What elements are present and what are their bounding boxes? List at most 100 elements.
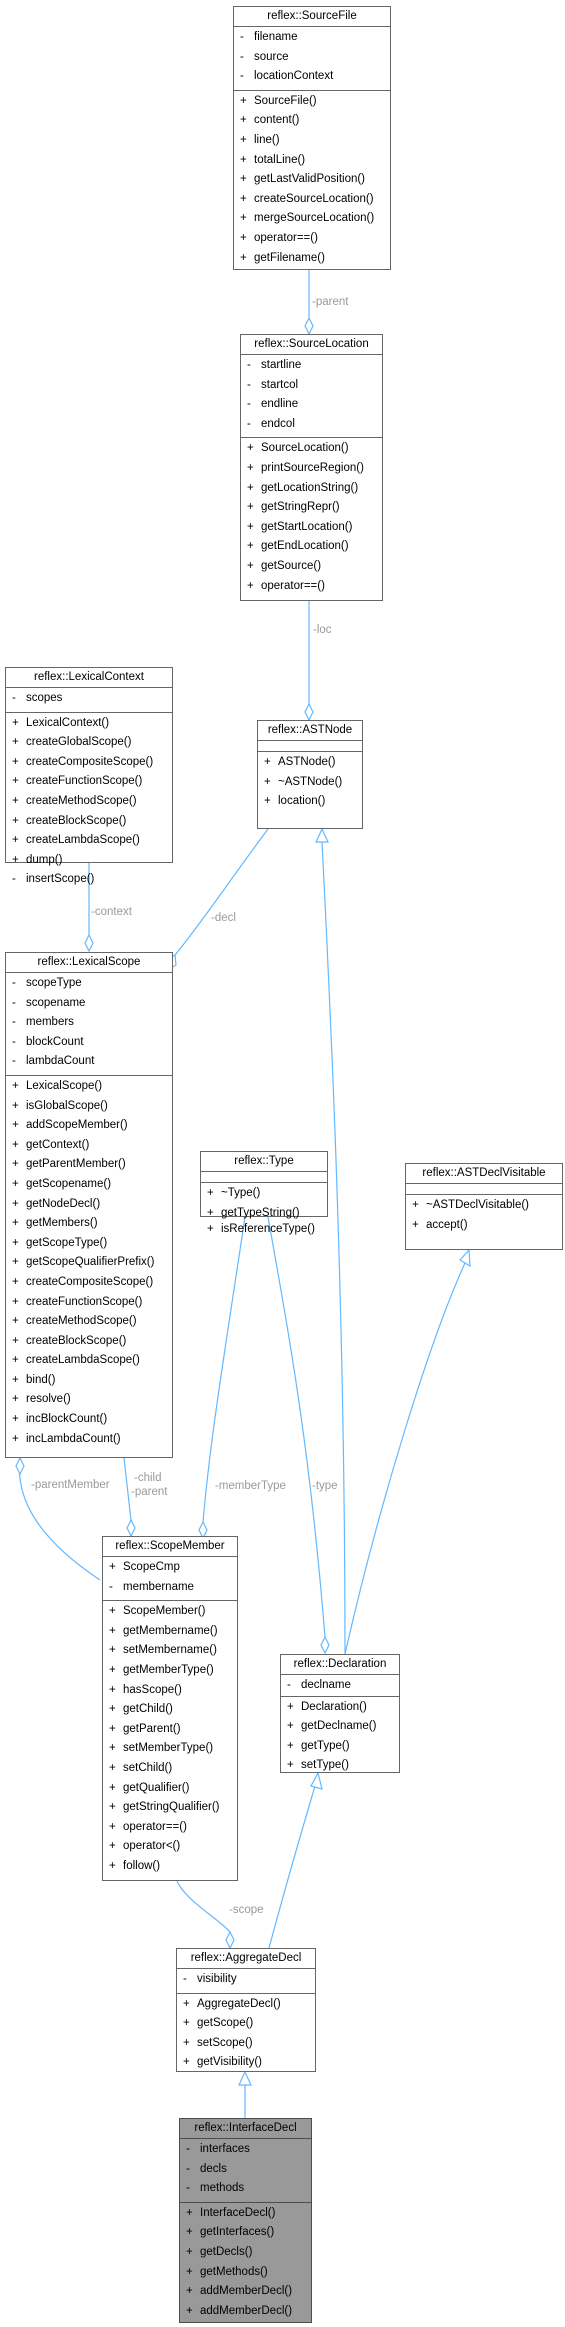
class-title: reflex::ASTDeclVisitable (422, 1167, 546, 1179)
class-scope-member[interactable]: reflex::ScopeMember +ScopeCmp -membernam… (102, 1536, 238, 1881)
method-row: +getSource() (247, 559, 322, 572)
method-row: +createMethodScope() (12, 1315, 137, 1328)
method-row: +getStringRepr() (247, 501, 340, 514)
method-row: +getMembername() (109, 1624, 218, 1637)
aggregation-diamond-icon (15, 1456, 25, 1476)
method-row: +content() (240, 114, 300, 127)
class-source-location[interactable]: reflex::SourceLocation -startline -start… (240, 334, 383, 601)
edge-decl (174, 828, 269, 956)
class-aggregate-decl[interactable]: reflex::AggregateDecl -visibility +Aggre… (176, 1948, 316, 2072)
attribute-row: -endcol (247, 417, 295, 430)
methods-section: +LexicalContext() +createGlobalScope() +… (6, 711, 172, 893)
methods-section: +~Type() +getTypeString() +isReferenceTy… (201, 1182, 327, 1235)
edge-label-context: -context (91, 906, 132, 918)
method-row: +createFunctionScope() (12, 775, 143, 788)
class-title: reflex::LexicalContext (34, 671, 144, 683)
method-row: +addScopeMember() (12, 1119, 128, 1132)
method-row: +createCompositeScope() (12, 755, 154, 768)
method-row: +getVisibility() (183, 2056, 262, 2069)
methods-section: +Declaration() +getDeclname() +getType()… (281, 1695, 399, 1776)
attributes-section (258, 740, 362, 751)
class-lexical-context[interactable]: reflex::LexicalContext -scopes +LexicalC… (5, 667, 173, 885)
method-row: +LexicalContext() (12, 716, 110, 729)
class-title: reflex::InterfaceDecl (194, 2122, 297, 2134)
method-row: +follow() (109, 1859, 161, 1872)
class-ast-decl-visitable[interactable]: reflex::ASTDeclVisitable +~ASTDeclVisita… (405, 1163, 563, 1250)
aggregation-diamond-icon (320, 1635, 330, 1655)
attribute-row: -membername (109, 1580, 194, 1593)
method-row: +operator==() (240, 231, 318, 244)
method-row: +createBlockScope() (12, 1334, 127, 1347)
method-row: +accept() (412, 1218, 468, 1231)
attribute-row: +ScopeCmp (109, 1561, 180, 1573)
attribute-row: -declname (287, 1679, 351, 1691)
method-row: +createBlockScope() (12, 814, 127, 827)
method-row: +addMemberDecl() (186, 2304, 293, 2317)
method-row: +setMemberType() (109, 1742, 214, 1755)
method-row: +SourceFile() (240, 94, 317, 107)
attributes-section (201, 1171, 327, 1182)
edge-label-type: -type (312, 1480, 338, 1492)
method-row: +createLambdaScope() (12, 834, 140, 847)
method-row: +incLambdaCount() (12, 1432, 121, 1445)
edge-parent-member (18, 1457, 101, 1581)
method-row: +createFunctionScope() (12, 1295, 143, 1308)
method-row: +~Type() (207, 1187, 261, 1199)
method-row: +getScope() (183, 2017, 254, 2030)
inheritance-arrow-icon (459, 1248, 471, 1268)
class-title: reflex::AggregateDecl (190, 1952, 302, 1964)
method-row: +InterfaceDecl() (186, 2206, 276, 2219)
method-row: +getParentMember() (12, 1158, 126, 1171)
attributes-section: -startline -startcol -endline -endcol (241, 354, 382, 437)
method-row: +setScope() (183, 2036, 253, 2049)
method-row: +dump() (12, 853, 63, 866)
method-row: +getFilename() (240, 251, 325, 264)
aggregation-diamond-icon (304, 702, 314, 722)
edge-label-decl: -decl (211, 912, 236, 924)
class-lexical-scope[interactable]: reflex::LexicalScope -scopeType -scopena… (5, 952, 173, 1458)
methods-section: +InterfaceDecl() +getInterfaces() +getDe… (180, 2201, 311, 2325)
class-interface-decl[interactable]: reflex::InterfaceDecl -interfaces -decls… (179, 2118, 312, 2323)
class-title: reflex::ScopeMember (115, 1540, 225, 1552)
method-row: +operator<() (109, 1840, 181, 1853)
method-row: +getScopeQualifierPrefix() (12, 1256, 155, 1269)
attributes-section: -visibility (177, 1968, 315, 1993)
class-ast-node[interactable]: reflex::ASTNode +ASTNode() +~ASTNode() +… (257, 720, 363, 829)
attribute-row: -locationContext (240, 70, 334, 83)
method-row: +mergeSourceLocation() (240, 212, 375, 225)
method-row: +totalLine() (240, 153, 306, 166)
class-declaration[interactable]: reflex::Declaration -declname +Declarati… (280, 1654, 400, 1773)
method-row: +getContext() (12, 1138, 90, 1151)
method-row: +getTypeString() (207, 1206, 300, 1219)
method-row: +resolve() (12, 1393, 71, 1406)
class-source-file[interactable]: reflex::SourceFile -filename -source -lo… (233, 6, 391, 270)
method-row: +isReferenceType() (207, 1223, 315, 1236)
method-row: +createGlobalScope() (12, 736, 132, 749)
method-row: +setType() (287, 1759, 349, 1772)
method-row: +getDeclname() (287, 1720, 377, 1733)
attribute-row: -source (240, 50, 289, 63)
class-title: reflex::ASTNode (267, 724, 353, 736)
inheritance-arrow-icon (238, 2070, 252, 2086)
edge-type (267, 1216, 326, 1638)
method-row: +getChild() (109, 1703, 173, 1716)
method-row: +createMethodScope() (12, 794, 137, 807)
aggregation-diamond-icon (126, 1518, 136, 1538)
edge-label-child: -child (134, 1472, 162, 1484)
attribute-row: -scopeType (12, 977, 82, 989)
edge-child (123, 1457, 132, 1521)
attribute-row: -interfaces (186, 2143, 250, 2155)
method-row: +operator==() (247, 579, 325, 592)
method-row: +~ASTNode() (264, 775, 343, 788)
method-row: +getInterfaces() (186, 2226, 275, 2239)
class-type[interactable]: reflex::Type +~Type() +getTypeString() +… (200, 1151, 328, 1235)
aggregation-diamond-icon (225, 1930, 235, 1950)
method-row: +getMethods() (186, 2265, 268, 2278)
edge-label-parent-member: -parentMember (31, 1479, 110, 1491)
method-row: +isGlobalScope() (12, 1099, 108, 1112)
method-row: +setMembername() (109, 1644, 217, 1657)
edge-inherit-declaration (268, 1785, 316, 1949)
methods-section: +LexicalScope() +isGlobalScope() +addSco… (6, 1074, 172, 1452)
methods-section: +SourceLocation() +printSourceRegion() +… (241, 437, 382, 599)
